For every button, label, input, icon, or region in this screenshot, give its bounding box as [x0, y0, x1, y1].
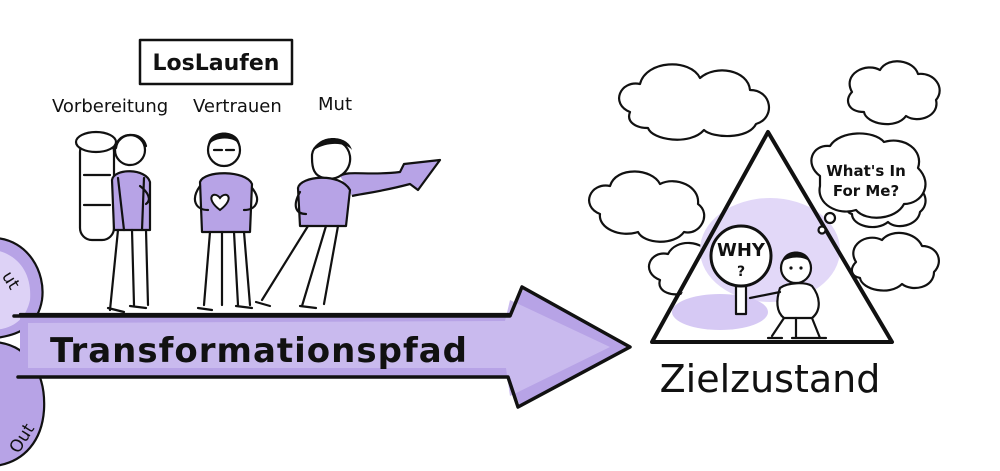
bubble-line-1: What's In	[826, 162, 906, 180]
start-box-label: LosLaufen	[153, 51, 280, 76]
figure-1-label: Vorbereitung	[52, 96, 168, 117]
sitting-child-icon	[748, 251, 828, 340]
path-label: Transformationspfad	[50, 331, 468, 371]
hiker-backpack-icon	[74, 130, 152, 314]
why-label: WHY	[717, 240, 766, 261]
woman-pointing-icon	[254, 138, 442, 310]
left-partial-circles: ut Out	[0, 237, 46, 467]
figure-2-label: Vertrauen	[193, 96, 282, 117]
bubble-line-2: For Me?	[833, 182, 899, 200]
start-box: LosLaufen	[138, 38, 294, 86]
goal-label: Zielzustand	[660, 357, 881, 401]
figure-3-label: Mut	[318, 94, 352, 115]
cloud-1	[618, 63, 771, 141]
why-mark: ?	[737, 264, 745, 280]
cloud-2	[846, 60, 941, 126]
cloud-5	[850, 231, 940, 292]
magnifier-sign-icon: WHY ?	[709, 224, 773, 316]
clouds	[588, 60, 941, 298]
thought-bubble: What's In For Me?	[810, 132, 927, 235]
cloud-3	[588, 170, 706, 243]
transformation-path-arrow: Transformationspfad	[12, 285, 632, 409]
man-heart-icon	[193, 132, 259, 312]
